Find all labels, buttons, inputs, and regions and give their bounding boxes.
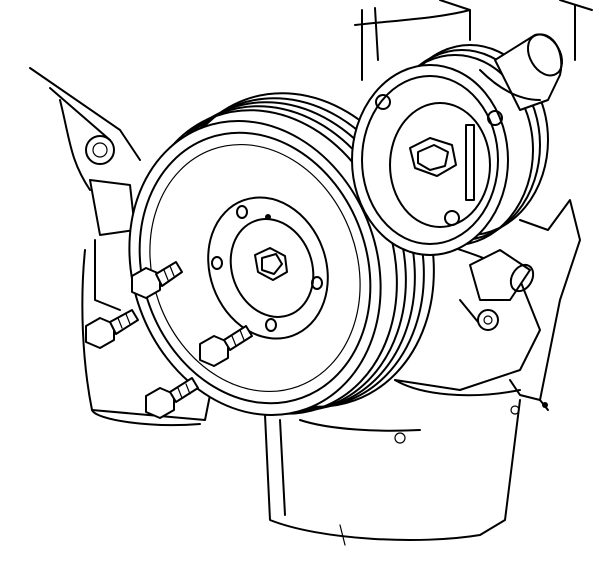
bolt-2: [85, 309, 139, 349]
oil-pan: [264, 379, 541, 546]
sensor-connector: [459, 249, 535, 331]
bolt-1: [131, 261, 183, 299]
bolt-4: [145, 377, 199, 419]
engine-block-outline: [29, 0, 593, 427]
coolant-pipe-outlet: [479, 33, 564, 111]
bolt-3: [199, 325, 253, 367]
pulley-bolts: [85, 261, 253, 419]
